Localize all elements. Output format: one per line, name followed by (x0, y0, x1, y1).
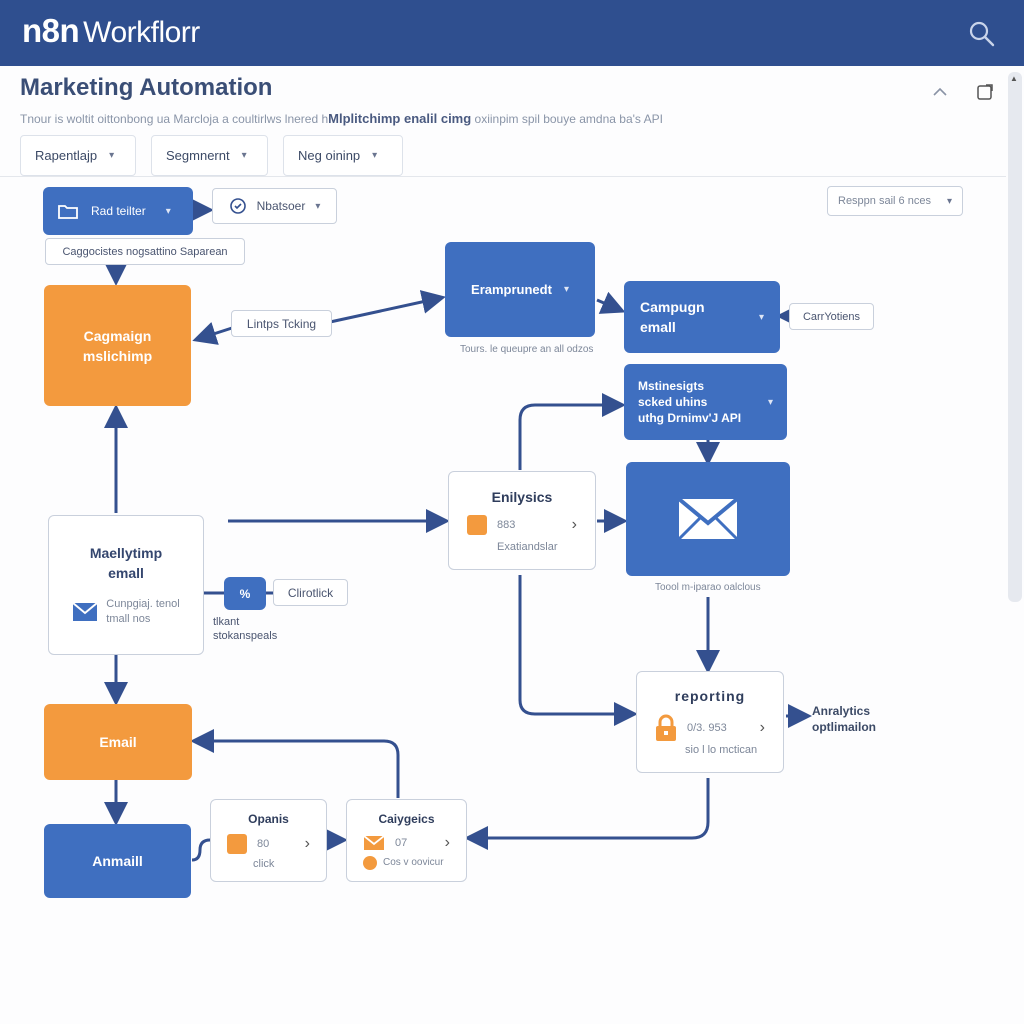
node-anmail[interactable]: Anmaill (44, 824, 191, 898)
chevron-right-icon: › (571, 515, 577, 533)
chevron-down-icon: ▾ (372, 150, 378, 161)
edge-analytics-api (518, 393, 626, 470)
envelope-icon (677, 497, 739, 541)
edge-reporting-categories (464, 778, 710, 850)
links-tracking-label: Lintps Tcking (231, 310, 332, 337)
lock-icon (656, 714, 676, 741)
chevron-down-icon: ▾ (767, 396, 773, 408)
chevron-down-icon: ▾ (165, 205, 171, 217)
chevron-right-icon: › (444, 833, 450, 851)
envelope-icon (363, 834, 385, 850)
category-label: Caggocistes nogsattino Saparean (45, 238, 245, 265)
node-email[interactable]: Email (44, 704, 192, 780)
click-label: Clirotlick (273, 579, 348, 606)
search-icon[interactable] (968, 20, 996, 48)
folder-icon (58, 205, 78, 219)
chat-check-icon (229, 198, 246, 214)
chevron-down-icon: ▾ (758, 311, 764, 323)
header-divider (0, 176, 1006, 177)
node-click-settings[interactable]: % (224, 577, 266, 610)
node-email-send[interactable] (626, 462, 790, 576)
share-export-icon[interactable] (975, 82, 995, 102)
chevron-right-icon: › (304, 834, 310, 852)
chevron-down-icon: ▾ (315, 200, 321, 212)
coin-icon (363, 855, 377, 870)
settings-icon: % (239, 586, 251, 601)
conversions-label: CarrYotiens (789, 303, 874, 330)
chevron-down-icon: ▾ (946, 195, 952, 207)
edge-categories-email (190, 729, 400, 798)
node-campaign-mailchimp[interactable]: Cagmaign mslichimp (44, 285, 191, 406)
chevron-right-icon: › (759, 719, 765, 736)
edge-links-campaign (192, 322, 233, 345)
node-reporting[interactable]: reporting 0/3. 953› sio l lo mctican (636, 671, 784, 773)
brand-logo: n8n (22, 12, 80, 49)
scroll-up-arrow-icon[interactable]: ▲ (1010, 74, 1018, 83)
list-icon (227, 833, 247, 854)
node-segment[interactable]: Eramprunedt ▾ (445, 242, 595, 337)
node-trigger[interactable]: Rad teilter ▾ (43, 187, 193, 235)
edge-segment-campaignemail (596, 291, 626, 314)
page-description: Tnour is woltit oittonbong ua Marcloja a… (20, 111, 663, 126)
chevron-down-icon: ▾ (241, 150, 247, 161)
node-analytics[interactable]: Enilysics 883› Exatiandslar (448, 471, 596, 570)
edge-links-segment (329, 290, 446, 324)
page-title: Marketing Automation (20, 74, 273, 101)
chevron-down-icon: ▾ (109, 150, 115, 161)
app-title: Workflorr (83, 16, 200, 49)
chevron-down-icon: ▾ (563, 284, 569, 295)
filter-dropdown-2[interactable]: Segmnernt▾ (151, 135, 268, 176)
node-categories[interactable]: Caiygeics 07› Cos v oovicur (346, 799, 467, 882)
segment-caption: Tours. le queupre an all odzos (460, 344, 594, 355)
envelope-icon (72, 602, 98, 621)
node-monitor[interactable]: Nbatsoer▾ (212, 188, 337, 224)
email-send-caption: Toool m-iparao oalclous (655, 582, 761, 593)
filter-dropdown-1[interactable]: Rapentlajp▾ (20, 135, 136, 176)
response-dropdown[interactable]: Resppn sail 6 nces▾ (827, 186, 963, 216)
filter-dropdown-3[interactable]: Neg oininp▾ (283, 135, 403, 176)
node-opens[interactable]: Opanis 80› click (210, 799, 327, 882)
collapse-chevron-up-icon[interactable] (930, 82, 950, 102)
vertical-scrollbar[interactable] (1008, 72, 1022, 602)
edge-analytics-reporting (518, 575, 638, 726)
inbox-icon (467, 514, 487, 535)
